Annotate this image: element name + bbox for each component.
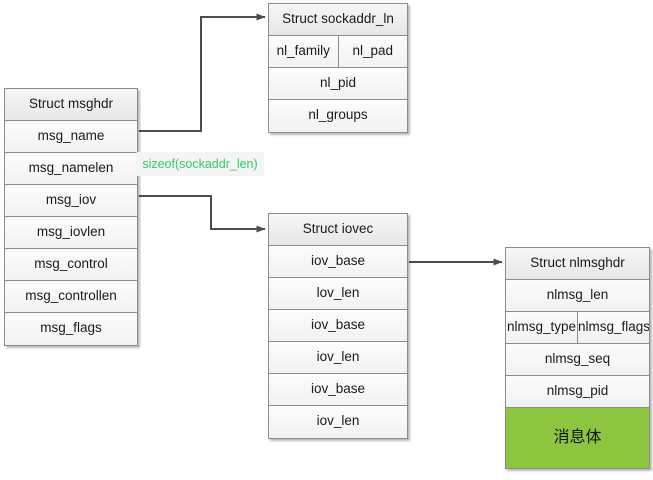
struct-nlmsghdr-row-payload: 消息体 <box>506 408 649 468</box>
struct-sockaddr-ln-title: Struct sockaddr_ln <box>282 11 394 26</box>
field-message-body: 消息体 <box>553 427 602 446</box>
field-nlmsg-len: nlmsg_len <box>546 287 609 302</box>
field-msg-name: msg_name <box>37 128 105 143</box>
field-nl-pad: nl_pad <box>337 36 408 67</box>
struct-iovec-title: Struct iovec <box>302 221 374 236</box>
field-msg-control: msg_control <box>34 256 108 271</box>
field-nlmsg-type: nlmsg_type <box>506 319 577 334</box>
struct-iovec-row-2: lov_len <box>269 278 407 310</box>
struct-iovec-row-1: iov_base <box>269 246 407 278</box>
struct-msghdr-row-msg-name: msg_name <box>5 121 137 153</box>
struct-msghdr-header: Struct msghdr <box>5 89 137 121</box>
field-nlmsg-pid: nlmsg_pid <box>546 383 609 398</box>
struct-iovec-row-3: iov_base <box>269 310 407 342</box>
field-msg-controllen: msg_controllen <box>25 288 117 303</box>
struct-msghdr-row-msg-control: msg_control <box>5 249 137 281</box>
struct-sockaddr-ln: Struct sockaddr_ln nl_family nl_pad nl_p… <box>268 3 408 133</box>
field-iov-base-1: iov_base <box>310 253 366 268</box>
field-iov-len-2: iov_len <box>316 349 360 364</box>
struct-nlmsghdr-row-nlmsg-pid: nlmsg_pid <box>506 376 649 408</box>
struct-nlmsghdr-title: Struct nlmsghdr <box>530 255 625 270</box>
struct-msghdr-row-msg-iov: msg_iov <box>5 185 137 217</box>
connector-msg-name-to-sockaddr <box>139 13 266 132</box>
struct-iovec-row-6: iov_len <box>269 406 407 438</box>
field-nlmsg-flags: nlmsg_flags <box>577 312 649 343</box>
struct-msghdr-row-msg-iovlen: msg_iovlen <box>5 217 137 249</box>
field-msg-namelen: msg_namelen <box>28 160 114 175</box>
field-iov-base-2: iov_base <box>310 317 366 332</box>
struct-msghdr-row-msg-controllen: msg_controllen <box>5 281 137 313</box>
field-nl-groups: nl_groups <box>308 107 368 122</box>
connector-msg-iov-to-iovec <box>139 195 266 233</box>
struct-nlmsghdr: Struct nlmsghdr nlmsg_len nlmsg_type nlm… <box>505 247 650 469</box>
field-msg-iov: msg_iov <box>45 192 97 207</box>
struct-nlmsghdr-row-nlmsg-seq: nlmsg_seq <box>506 344 649 376</box>
struct-nlmsghdr-header: Struct nlmsghdr <box>506 248 649 280</box>
struct-nlmsghdr-row-nlmsg-len: nlmsg_len <box>506 280 649 312</box>
field-nlmsg-seq: nlmsg_seq <box>544 351 611 366</box>
annotation-sizeof-sockaddr-len: sizeof(sockaddr_len) <box>136 152 264 176</box>
struct-msghdr-title: Struct msghdr <box>28 96 114 111</box>
struct-sockaddr-ln-row-family-pad: nl_family nl_pad <box>269 36 407 68</box>
field-nl-family: nl_family <box>276 43 330 58</box>
struct-msghdr: Struct msghdr msg_name msg_namelen msg_i… <box>4 88 138 346</box>
struct-iovec-row-5: iov_base <box>269 374 407 406</box>
struct-msghdr-row-msg-flags: msg_flags <box>5 313 137 345</box>
struct-iovec-header: Struct iovec <box>269 214 407 246</box>
field-nl-pid: nl_pid <box>319 75 357 90</box>
field-msg-flags: msg_flags <box>40 320 102 335</box>
field-iov-len-1: lov_len <box>316 285 360 300</box>
struct-sockaddr-ln-row-nl-pid: nl_pid <box>269 68 407 100</box>
struct-iovec: Struct iovec iov_base lov_len iov_base i… <box>268 213 408 439</box>
field-iov-base-3: iov_base <box>310 381 366 396</box>
struct-sockaddr-ln-header: Struct sockaddr_ln <box>269 4 407 36</box>
struct-nlmsghdr-row-type-flags: nlmsg_type nlmsg_flags <box>506 312 649 344</box>
field-msg-iovlen: msg_iovlen <box>36 224 106 239</box>
struct-sockaddr-ln-row-nl-groups: nl_groups <box>269 100 407 132</box>
field-iov-len-3: iov_len <box>316 413 360 428</box>
struct-msghdr-row-msg-namelen: msg_namelen <box>5 153 137 185</box>
struct-iovec-row-4: iov_len <box>269 342 407 374</box>
